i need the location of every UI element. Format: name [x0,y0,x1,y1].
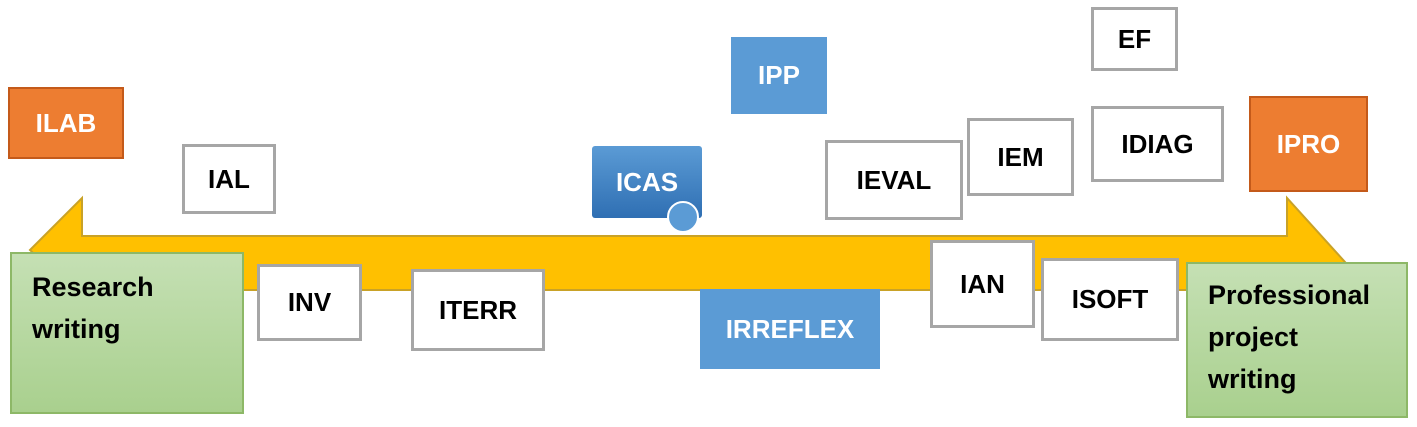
iterr-box: ITERR [411,269,545,351]
icas-box: ICAS [592,146,702,218]
ial-box: IAL [182,144,276,214]
research-writing-line-1: Research [32,272,154,302]
professional-writing-line-2: project [1208,322,1299,352]
professional-writing-line-1: Professional [1208,280,1371,310]
inv-box: INV [257,264,362,341]
ipro-box: IPRO [1249,96,1368,192]
ilab-box: ILAB [8,87,124,159]
professional-writing-line-3: writing [1208,364,1297,394]
irreflex-box: IRREFLEX [700,289,880,369]
research-writing-line-2: writing [32,314,121,344]
professional-project-writing-box: Professional project writing [1186,262,1408,418]
ieval-box: IEVAL [825,140,963,220]
ef-box: EF [1091,7,1178,71]
ipp-box: IPP [731,37,827,114]
ian-box: IAN [930,240,1035,328]
icas-connector-dot [667,201,699,233]
research-writing-box: Research writing [10,252,244,414]
iem-box: IEM [967,118,1074,196]
isoft-box: ISOFT [1041,258,1179,341]
idiag-box: IDIAG [1091,106,1224,182]
